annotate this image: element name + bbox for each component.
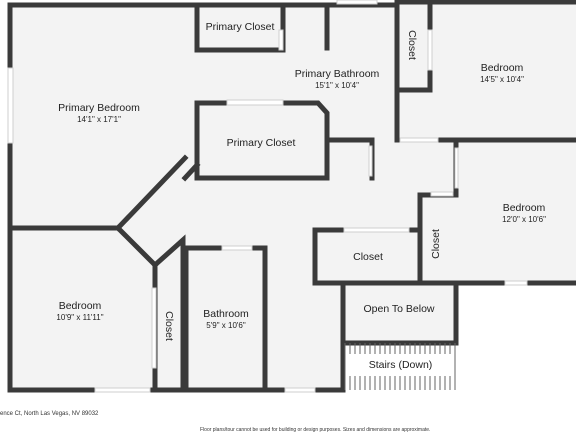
room-name: Bedroom xyxy=(480,62,524,74)
bedroom-ne-label: Bedroom 14'5" x 10'4" xyxy=(460,62,544,84)
room-dimensions: 5'9" x 10'6" xyxy=(206,321,246,331)
door-opening xyxy=(343,227,410,233)
window xyxy=(336,0,378,5)
door-opening xyxy=(151,287,157,369)
room-dimensions: 12'0" x 10'6" xyxy=(502,215,546,225)
room-dimensions: 14'1" x 17'1" xyxy=(77,115,121,125)
room-name: Bathroom xyxy=(203,308,249,320)
room-name: Bedroom xyxy=(58,300,102,312)
closet-e-label: Closet xyxy=(430,226,442,262)
primary-closet-mid-label: Primary Closet xyxy=(200,137,322,149)
door-opening xyxy=(278,29,284,51)
closet-wall xyxy=(181,161,201,182)
door-opening xyxy=(221,245,253,251)
closet-wall xyxy=(194,100,330,181)
room-name: Stairs (Down) xyxy=(368,359,433,371)
stairs-label-bg xyxy=(349,354,452,376)
window xyxy=(94,387,151,393)
door-opening xyxy=(226,99,284,106)
bedroom-e-label: Bedroom 12'0" x 10'6" xyxy=(490,202,558,224)
room-dimensions: 10'9" x 11'11" xyxy=(56,313,104,323)
open-to-below-label: Open To Below xyxy=(345,303,453,315)
room-name: Primary Bedroom xyxy=(58,102,140,114)
room-name: Closet xyxy=(163,311,175,341)
room-dimensions: 15'1" x 10'4" xyxy=(315,81,359,91)
door-opening xyxy=(368,145,373,177)
room-name: Primary Closet xyxy=(205,21,275,33)
door-opening xyxy=(399,137,439,143)
room-name: Primary Bathroom xyxy=(294,68,380,80)
room-name: Closet xyxy=(430,229,442,259)
room-name: Primary Closet xyxy=(226,137,296,149)
door-opening xyxy=(430,191,454,197)
room-name: Open To Below xyxy=(363,303,435,315)
primary-bathroom-label: Primary Bathroom 15'1" x 10'4" xyxy=(280,68,394,90)
room-name: Closet xyxy=(406,30,418,60)
bathroom-label: Bathroom 5'9" x 10'6" xyxy=(188,308,264,330)
stairs-label: Stairs (Down) xyxy=(349,359,452,371)
closet-top-label: Closet xyxy=(406,29,418,61)
closet-sw-label: Closet xyxy=(163,308,175,344)
closet-wall xyxy=(151,234,186,393)
window xyxy=(504,280,528,286)
door-opening xyxy=(427,29,433,71)
primary-bedroom-label: Primary Bedroom 14'1" x 17'1" xyxy=(44,102,154,124)
address-text: ence Ct, North Las Vegas, NV 89032 xyxy=(0,411,99,417)
diagonal-wall xyxy=(114,154,189,232)
window xyxy=(284,387,316,393)
closet-wall xyxy=(194,2,286,53)
door-opening xyxy=(454,147,459,189)
floor-area xyxy=(10,2,576,390)
primary-closet-top-label: Primary Closet xyxy=(197,21,283,33)
diagonal-wall xyxy=(114,224,159,269)
closet-hall-label: Closet xyxy=(320,251,416,263)
window xyxy=(7,67,14,144)
room-dimensions: 14'5" x 10'4" xyxy=(480,75,524,85)
room-name: Bedroom xyxy=(502,202,546,214)
bedroom-sw-label: Bedroom 10'9" x 11'11" xyxy=(30,300,130,322)
room-name: Closet xyxy=(353,251,383,263)
disclaimer-text: Floor plans/tour cannot be used for buil… xyxy=(200,427,431,433)
windows xyxy=(7,0,528,393)
